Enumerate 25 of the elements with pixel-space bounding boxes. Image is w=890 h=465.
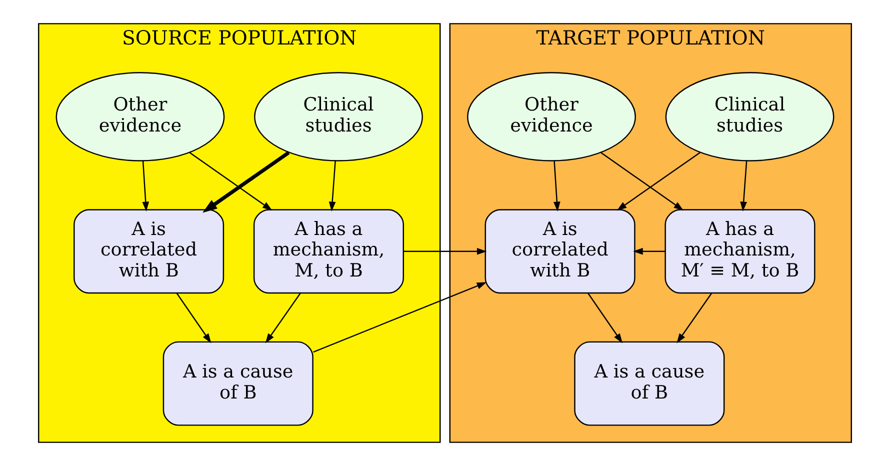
- arrow: [600, 152, 684, 210]
- arrow: [202, 150, 290, 212]
- node-box: A has a mechanism, M′ ≡ M, to B: [664, 208, 816, 294]
- arrow: [676, 292, 712, 343]
- node-box: A is correlated with B: [484, 208, 636, 294]
- arrow: [740, 160, 748, 212]
- node-box: A is correlated with B: [74, 208, 224, 294]
- node-box: A is a cause of B: [162, 340, 314, 426]
- arrow: [633, 247, 666, 254]
- arrow: [588, 292, 623, 343]
- arrow: [265, 292, 301, 343]
- arrow: [404, 247, 487, 254]
- arrow: [554, 160, 560, 212]
- node-box: A has a mechanism, M, to B: [253, 208, 404, 294]
- node-ellipse: Other evidence: [467, 72, 636, 161]
- node-box: A is a cause of B: [574, 340, 725, 426]
- node-ellipse: Clinical studies: [665, 72, 834, 161]
- arrow: [328, 160, 336, 212]
- arrow: [142, 160, 150, 212]
- arrow: [616, 152, 700, 210]
- arrow: [313, 282, 487, 352]
- arrow: [176, 292, 212, 343]
- arrow: [189, 152, 272, 210]
- node-ellipse: Clinical studies: [254, 72, 423, 161]
- node-ellipse: Other evidence: [56, 72, 225, 161]
